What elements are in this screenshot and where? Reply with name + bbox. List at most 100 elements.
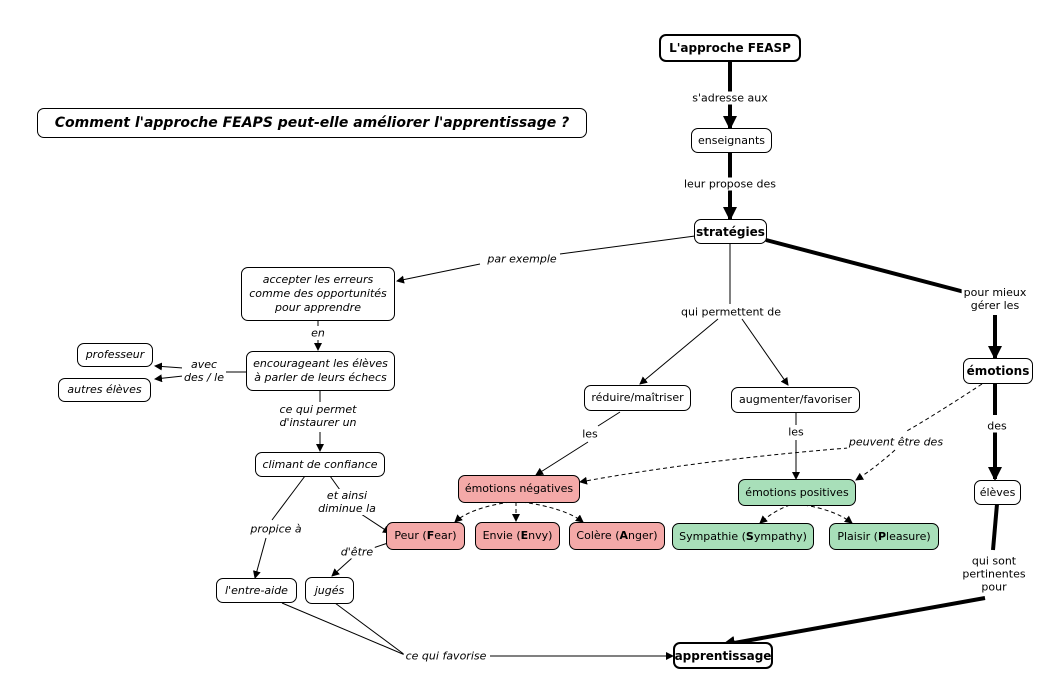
link-climant-etainsi	[329, 475, 341, 491]
focus-question-text: Comment l'approche FEAPS peut-elle améli…	[54, 115, 570, 131]
node-accepter-line1: accepter les erreurs	[262, 273, 374, 286]
node-eleves[interactable]: élèves	[974, 480, 1021, 505]
node-apprentissage[interactable]: apprentissage	[673, 642, 773, 669]
link-label-ce-qui-favorise: ce qui favorise	[403, 649, 489, 663]
link-emotions-peuvent	[904, 383, 983, 433]
link-label-en-text: en	[311, 326, 325, 340]
link-label-et-ainsi-line2: diminue la	[318, 502, 376, 515]
link-label-sadresse: s'adresse aux	[690, 91, 770, 105]
focus-question: Comment l'approche FEAPS peut-elle améli…	[37, 108, 587, 138]
link-negatives-colere	[521, 501, 584, 523]
link-label-des-text: des	[987, 419, 1007, 433]
node-climant-label: climant de confiance	[262, 457, 378, 471]
link-label-detre: d'être	[338, 545, 376, 559]
node-accepter-erreurs[interactable]: accepter les erreurs comme des opportuni…	[241, 267, 395, 321]
link-label-pour-mieux: pour mieux gérer les	[961, 286, 1029, 312]
link-reduire-les	[597, 411, 621, 427]
link-label-les-reduire: les	[580, 427, 600, 441]
link-label-propice: propice à	[248, 522, 304, 536]
link-label-et-ainsi: et ainsi diminue la	[316, 489, 378, 515]
link-label-leur-propose-text: leur propose des	[684, 177, 776, 191]
link-propice-entraide	[252, 537, 267, 579]
link-etainsi-peur	[357, 511, 391, 534]
node-approche-feasp-label: L'approche FEASP	[669, 41, 791, 55]
link-climant-propice	[271, 475, 306, 521]
node-apprentissage-label: apprentissage	[674, 648, 772, 663]
link-label-par-exemple-text: par exemple	[487, 252, 557, 266]
link-entraide-cequifavorise	[281, 602, 406, 656]
link-label-ce-qui-permet: ce qui permet d'instaurer un	[277, 403, 359, 429]
link-peuvent-negatives	[579, 447, 849, 485]
node-eleves-label: élèves	[979, 485, 1016, 499]
node-sympathie-key: S	[745, 529, 754, 543]
node-entre-aide[interactable]: l'entre-aide	[216, 578, 297, 603]
link-strategies-emotions	[765, 238, 996, 302]
node-colere-key: A	[619, 529, 629, 542]
node-reduire-maitriser[interactable]: réduire/maîtriser	[584, 385, 691, 411]
node-enseignants[interactable]: enseignants	[691, 128, 772, 153]
link-negatives-peur	[454, 501, 511, 523]
link-label-sadresse-text: s'adresse aux	[692, 91, 768, 105]
link-strategies-parexemple	[559, 235, 696, 255]
node-climant-confiance[interactable]: climant de confiance	[255, 452, 385, 477]
node-juges-label: jugés	[314, 583, 345, 597]
node-professeur-label: professeur	[85, 348, 145, 361]
node-reduire-label: réduire/maîtriser	[591, 391, 684, 404]
node-augmenter-favoriser[interactable]: augmenter/favoriser	[731, 387, 860, 413]
node-approche-feasp[interactable]: L'approche FEASP	[659, 34, 801, 62]
link-label-en: en	[309, 326, 327, 340]
link-label-qui-sont: qui sont pertinentes pour	[960, 554, 1028, 594]
node-emotions[interactable]: émotions	[963, 358, 1033, 384]
node-plaisir-post: leasure)	[886, 529, 931, 543]
link-peur-detre	[372, 542, 389, 549]
node-sympathie-post: ympathy)	[753, 529, 807, 543]
link-avec-professeur	[154, 362, 184, 371]
link-parexemple-accepter	[396, 263, 481, 284]
node-emotions-positives-label: émotions positives	[745, 485, 849, 499]
node-plaisir-pre: Plaisir (	[837, 529, 878, 543]
link-label-qui-sont-line2: pertinentes	[962, 567, 1026, 581]
node-emotions-positives[interactable]: émotions positives	[738, 479, 856, 506]
link-label-qui-permettent: qui permettent de	[679, 305, 783, 319]
link-juges-cequifavorise	[334, 602, 406, 656]
node-enseignants-label: enseignants	[697, 133, 765, 147]
node-sympathie-pre: Sympathie (	[679, 529, 746, 543]
link-quipermettent-augmenter	[741, 318, 789, 386]
node-emotions-negatives[interactable]: émotions négatives	[458, 475, 580, 503]
node-encourageant-line1: encourageant les élèves	[253, 357, 388, 370]
link-peuvent-positives	[855, 449, 896, 481]
node-emotions-label: émotions	[966, 364, 1030, 378]
node-augmenter-label: augmenter/favoriser	[739, 393, 852, 406]
node-strategies[interactable]: stratégies	[694, 219, 767, 244]
link-label-peuvent-etre-text: peuvent être des	[848, 435, 944, 449]
link-positives-plaisir	[803, 504, 853, 524]
link-label-par-exemple: par exemple	[485, 252, 559, 266]
link-label-avec-line2: des / le	[183, 371, 225, 384]
link-label-ce-qui-permet-line1: ce qui permet	[279, 403, 357, 416]
node-autres-eleves[interactable]: autres élèves	[58, 378, 151, 402]
node-peur-pre: Peur (	[394, 529, 427, 542]
node-accepter-line3: pour apprendre	[275, 301, 361, 314]
node-professeur[interactable]: professeur	[77, 343, 153, 367]
link-label-leur-propose: leur propose des	[682, 177, 778, 191]
node-entre-aide-label: l'entre-aide	[225, 583, 288, 597]
link-label-peuvent-etre: peuvent être des	[846, 435, 946, 449]
node-emotions-negatives-label: émotions négatives	[464, 482, 574, 495]
node-autres-eleves-label: autres élèves	[67, 383, 142, 396]
link-label-qui-sont-line3: pour	[981, 580, 1007, 594]
link-label-qui-sont-line1: qui sont	[971, 554, 1017, 568]
node-encourageant[interactable]: encourageant les élèves à parler de leur…	[246, 351, 395, 391]
node-envie-post: nvy)	[528, 529, 553, 542]
node-encourageant-line2: à parler de leurs échecs	[254, 371, 387, 384]
node-colere-pre: Colère (	[576, 529, 620, 542]
link-les-negatives	[535, 441, 589, 476]
node-juges[interactable]: jugés	[305, 577, 354, 604]
link-eleves-quisont	[991, 503, 999, 551]
link-label-pour-mieux-line2: gérer les	[970, 299, 1020, 312]
